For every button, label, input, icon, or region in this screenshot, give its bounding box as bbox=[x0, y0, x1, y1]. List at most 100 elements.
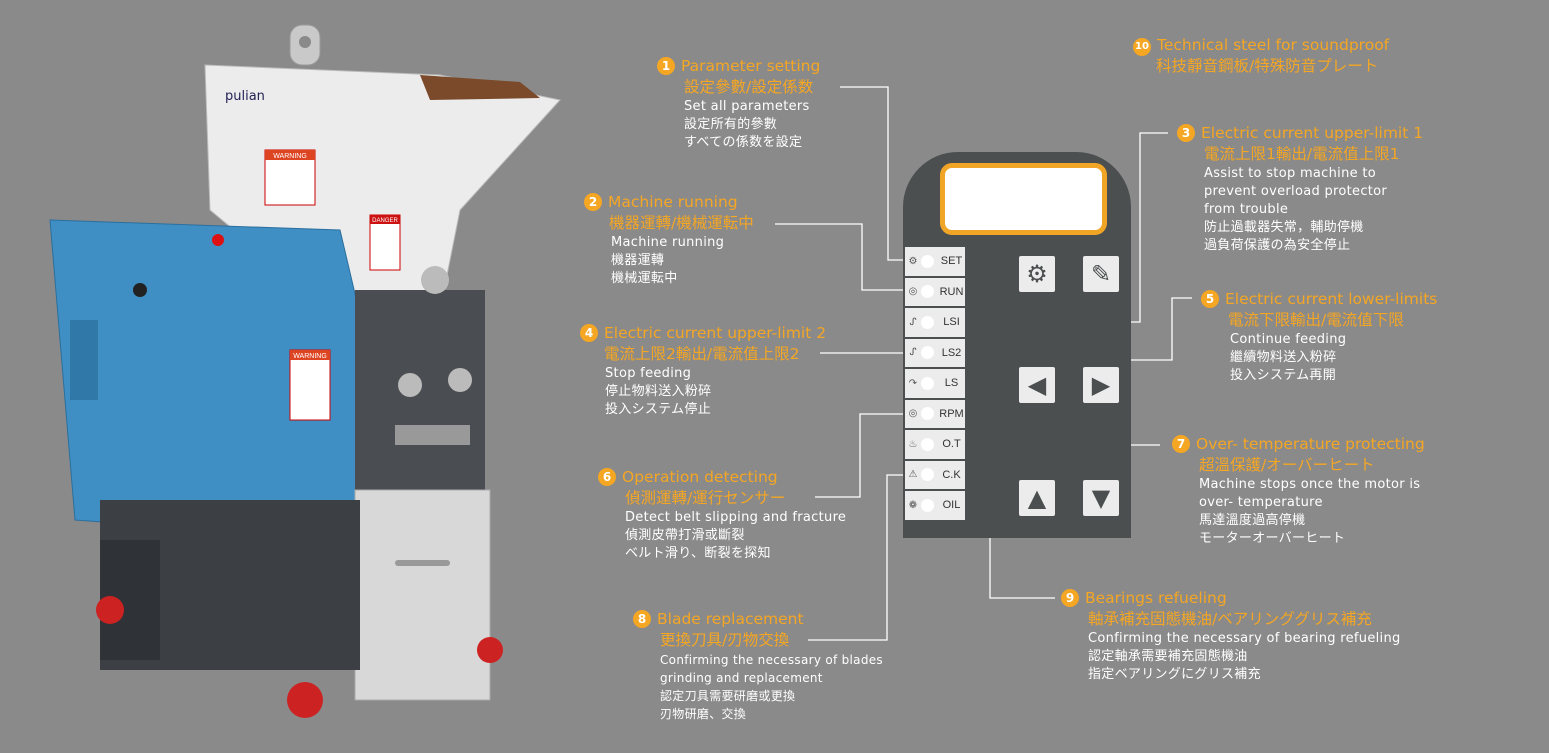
callout-text: 電流下限輸出/電流值下限 bbox=[1228, 311, 1404, 329]
callout-text: 偵測運轉/運行センサー bbox=[625, 489, 786, 507]
triangle-down-icon: ▼ bbox=[1091, 484, 1111, 512]
callout-text: 偵測皮帶打滑或斷裂 bbox=[625, 528, 745, 543]
callout-text: grinding and replacement bbox=[660, 671, 823, 685]
led bbox=[921, 254, 934, 268]
leader-line-2 bbox=[775, 223, 905, 291]
callout-text: 9 bbox=[1061, 589, 1079, 607]
callout-text: 電流上限2輸出/電流值上限2 bbox=[604, 345, 800, 363]
callout-text: Parameter setting bbox=[681, 57, 821, 75]
callout-text: 機器運轉/機械運転中 bbox=[609, 214, 754, 232]
indicator-ck: ⚠ C.K bbox=[905, 460, 965, 489]
callout-text: 1 bbox=[657, 57, 675, 75]
callout-text: 8 bbox=[633, 610, 651, 628]
bearing-icon: ❁ bbox=[908, 499, 918, 511]
callout-text: Machine running bbox=[608, 193, 738, 211]
callout-text: 超溫保護/オーバーヒート bbox=[1199, 456, 1375, 474]
callout-text: Confirming the necessary of bearing refu… bbox=[1088, 631, 1401, 646]
triangle-right-icon: ▶ bbox=[1091, 371, 1111, 399]
edit-button[interactable]: ✎ bbox=[1083, 256, 1119, 292]
callout-text: 10 bbox=[1133, 38, 1151, 56]
callout-text: 過負荷保護の為安全停止 bbox=[1204, 238, 1351, 253]
callout-text: Detect belt slipping and fracture bbox=[625, 510, 847, 525]
triangle-up-icon: ▲ bbox=[1027, 484, 1047, 512]
brand-logo: pulian bbox=[225, 89, 265, 104]
warning-label: WARNING bbox=[273, 153, 307, 160]
callout-text: Over- temperature protecting bbox=[1196, 435, 1425, 453]
indicator-oil: ❁ OIL bbox=[905, 491, 965, 520]
indicator-ot: ♨ O.T bbox=[905, 430, 965, 459]
callout-text: 科技靜音鋼板/特殊防音プレート bbox=[1156, 57, 1379, 75]
callout-text: 認定軸承需要補充固態機油 bbox=[1088, 649, 1248, 664]
callout-text: C.K bbox=[942, 468, 961, 481]
callout-text: O.T bbox=[942, 438, 961, 451]
gear-icon: ⚙ bbox=[908, 255, 918, 267]
callout-text: OIL bbox=[942, 499, 961, 512]
led bbox=[921, 437, 934, 451]
left-button[interactable]: ◀ bbox=[1019, 367, 1055, 403]
callout-text: Electric current upper-limit 2 bbox=[604, 324, 827, 342]
callout-text: Technical steel for soundproof bbox=[1157, 36, 1390, 54]
callout-text: prevent overload protector bbox=[1204, 184, 1388, 199]
warning-sticker-hopper: WARNING bbox=[264, 149, 316, 206]
callout-text: 投入システム停止 bbox=[605, 402, 712, 417]
danger-label: DANGER bbox=[372, 218, 398, 224]
callout-text: RPM bbox=[939, 407, 964, 420]
callout-text: 軸承補充固態機油/ベアリンググリス補充 bbox=[1088, 610, 1372, 628]
callout-text: 機器運轉 bbox=[611, 253, 665, 268]
callout-text: 機械運転中 bbox=[611, 271, 678, 286]
led bbox=[921, 498, 934, 512]
callout-text: ベルト滑り、断裂を探知 bbox=[625, 546, 771, 561]
callout-text: Machine stops once the motor is bbox=[1199, 477, 1421, 492]
callout-soundproof-steel: 10 Technical steel for soundproof 科技靜音鋼板/… bbox=[1133, 35, 1389, 77]
settings-button[interactable]: ⚙ bbox=[1019, 256, 1055, 292]
triangle-left-icon: ◀ bbox=[1027, 371, 1047, 399]
blade-icon: ⚠ bbox=[908, 469, 918, 481]
callout-text: 5 bbox=[1201, 290, 1219, 308]
callout-text: 設定參數/設定係数 bbox=[684, 78, 814, 96]
callout-text: Electric current lower-limits bbox=[1225, 290, 1438, 308]
callout-current-lower-limits: 5 Electric current lower-limits 電流下限輸出/電流… bbox=[1201, 289, 1437, 385]
heat-icon: ♨ bbox=[908, 438, 918, 450]
danger-sticker: DANGER bbox=[369, 214, 401, 271]
callout-text: Assist to stop machine to bbox=[1204, 166, 1376, 181]
callout-text: 刃物研磨、交換 bbox=[660, 707, 747, 721]
callout-text: Confirming the necessary of blades bbox=[660, 653, 883, 667]
lcd-display bbox=[940, 163, 1107, 235]
callout-text: Operation detecting bbox=[622, 468, 778, 486]
callout-text: 2 bbox=[584, 193, 602, 211]
callout-text: 停止物料送入粉碎 bbox=[605, 384, 712, 399]
callout-text: 6 bbox=[598, 468, 616, 486]
led bbox=[921, 376, 934, 390]
callout-text: over- temperature bbox=[1199, 495, 1323, 510]
return-arrow-icon: ↷ bbox=[908, 377, 918, 389]
led bbox=[921, 346, 934, 360]
indicator-ls: ↷LS bbox=[905, 369, 965, 398]
warning-label: WARNING bbox=[293, 353, 327, 360]
right-button[interactable]: ▶ bbox=[1083, 367, 1119, 403]
callout-text: Machine running bbox=[611, 235, 725, 250]
current-icon: ᔑ bbox=[909, 347, 917, 359]
callout-text: RUN bbox=[939, 285, 964, 298]
callout-text: Electric current upper-limit 1 bbox=[1201, 124, 1424, 142]
callout-text: 設定所有的參數 bbox=[684, 117, 778, 132]
down-button[interactable]: ▼ bbox=[1083, 480, 1119, 516]
gear-icon: ⚙ bbox=[1026, 260, 1048, 288]
callout-text: LSI bbox=[943, 316, 960, 329]
up-button[interactable]: ▲ bbox=[1019, 480, 1055, 516]
indicator-run: ◎RUN bbox=[905, 277, 965, 306]
indicator-set: ⚙SET bbox=[905, 247, 965, 276]
callout-text: 認定刀具需要研磨或更換 bbox=[660, 689, 796, 703]
callout-text: 馬達溫度過高停機 bbox=[1199, 513, 1306, 528]
callout-text: モーターオーバーヒート bbox=[1199, 531, 1346, 546]
callout-text: 指定ベアリングにグリス補充 bbox=[1088, 667, 1261, 682]
callout-operation-detecting: 6 Operation detecting 偵測運轉/運行センサー Detect … bbox=[598, 467, 846, 563]
